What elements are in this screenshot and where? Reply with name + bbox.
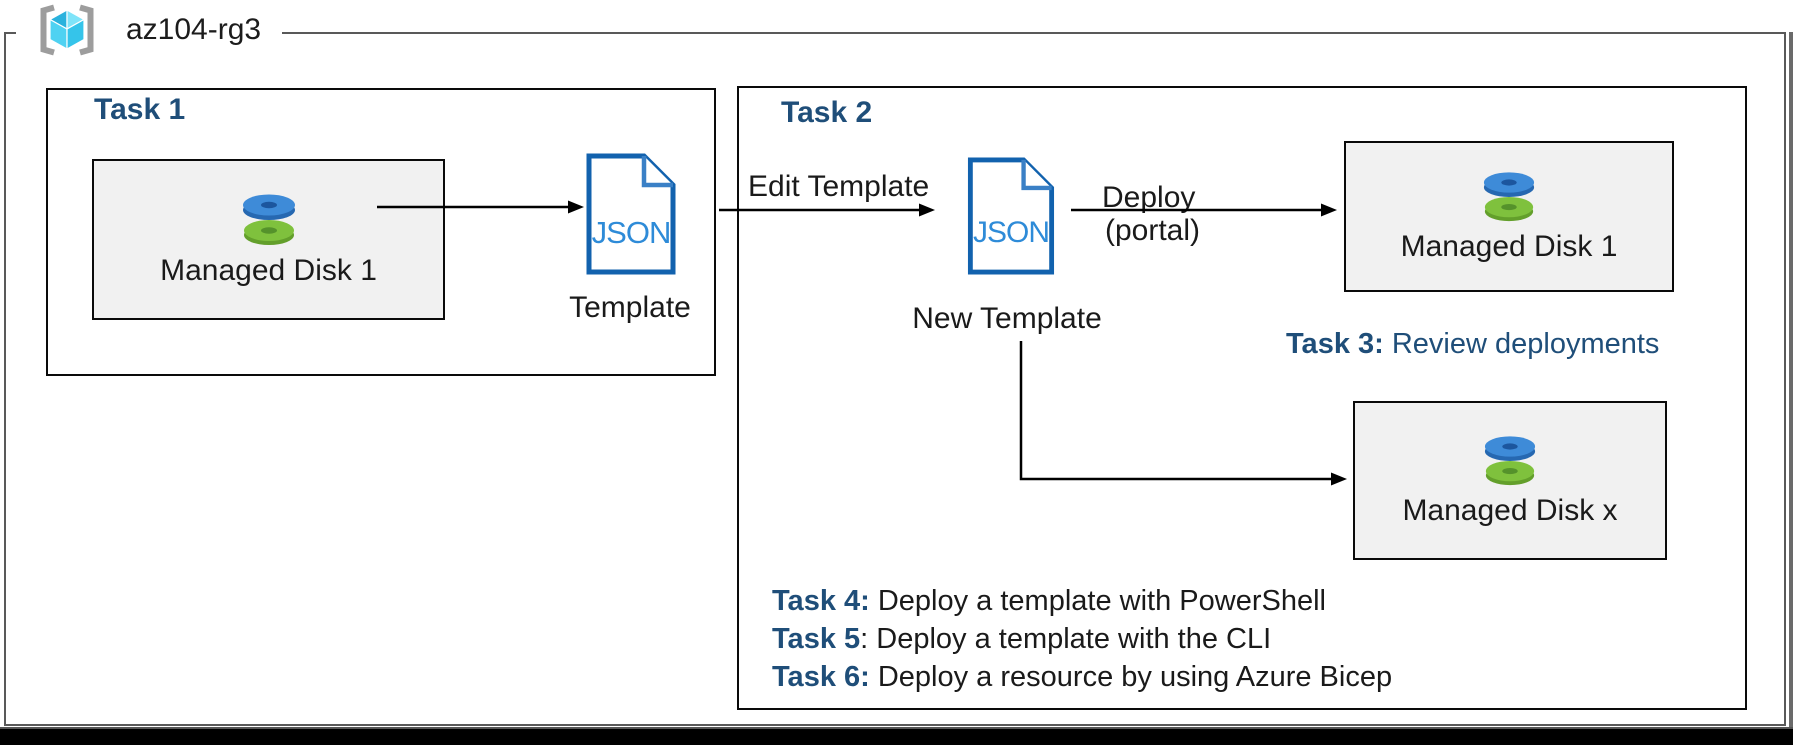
right-bracket-icon — [79, 4, 94, 56]
json-doc-text: JSON — [973, 216, 1049, 249]
deploy-label: Deploy — [1102, 181, 1196, 214]
managed-disk-icon — [242, 194, 295, 245]
task2-title: Task 2 — [781, 96, 873, 129]
resource-group-name: az104-rg3 — [126, 13, 262, 46]
border-label-gap — [16, 29, 282, 37]
task1-managed-disk-label: Managed Disk 1 — [160, 254, 377, 287]
task6-prefix: Task 6: — [772, 661, 870, 693]
resource-group-border — [4, 32, 1786, 726]
managed-disk-icon — [1484, 436, 1536, 486]
json-doc-text: JSON — [592, 215, 671, 250]
task3-prefix: Task 3: — [1286, 328, 1384, 360]
task-list: Task 4: Deploy a template with PowerShel… — [772, 582, 1392, 696]
deploy-portal-label: (portal) — [1105, 214, 1201, 247]
task2-managed-diskx-box: Managed Disk x — [1353, 401, 1667, 560]
bottom-bar — [0, 727, 1793, 745]
task4-prefix: Task 4: — [772, 585, 870, 617]
task2-box — [737, 86, 1747, 710]
task6-text: Deploy a resource by using Azure Bicep — [869, 661, 1393, 693]
edit-template-label: Edit Template — [748, 170, 930, 203]
task2-managed-disk1-label: Managed Disk 1 — [1400, 230, 1618, 263]
task5-line: Task 5: Deploy a template with the CLI — [772, 620, 1392, 658]
json-template-icon: JSON — [586, 153, 676, 275]
task3-text: Review deployments — [1383, 328, 1660, 360]
left-bracket-icon — [40, 4, 55, 56]
new-template-label: New Template — [912, 302, 1102, 335]
task5-prefix: Task 5 — [772, 623, 861, 655]
task2-managed-diskx-label: Managed Disk x — [1402, 494, 1618, 527]
task5-text: : Deploy a template with the CLI — [860, 623, 1272, 655]
json-new-template-icon: JSON — [967, 157, 1055, 275]
task1-title: Task 1 — [94, 93, 186, 126]
template-label: Template — [569, 291, 691, 324]
resource-group-icon — [40, 4, 94, 56]
task4-line: Task 4: Deploy a template with PowerShel… — [772, 582, 1392, 620]
task1-box — [46, 88, 716, 376]
task1-managed-disk-box: Managed Disk 1 — [92, 159, 445, 320]
task4-text: Deploy a template with PowerShell — [869, 585, 1326, 617]
task6-line: Task 6: Deploy a resource by using Azure… — [772, 658, 1392, 696]
cube-icon — [48, 8, 86, 51]
task2-managed-disk1-box: Managed Disk 1 — [1344, 141, 1674, 292]
task3-line: Task 3: Review deployments — [1286, 328, 1659, 361]
managed-disk-icon — [1483, 172, 1535, 222]
right-edge-strip — [1789, 32, 1793, 745]
